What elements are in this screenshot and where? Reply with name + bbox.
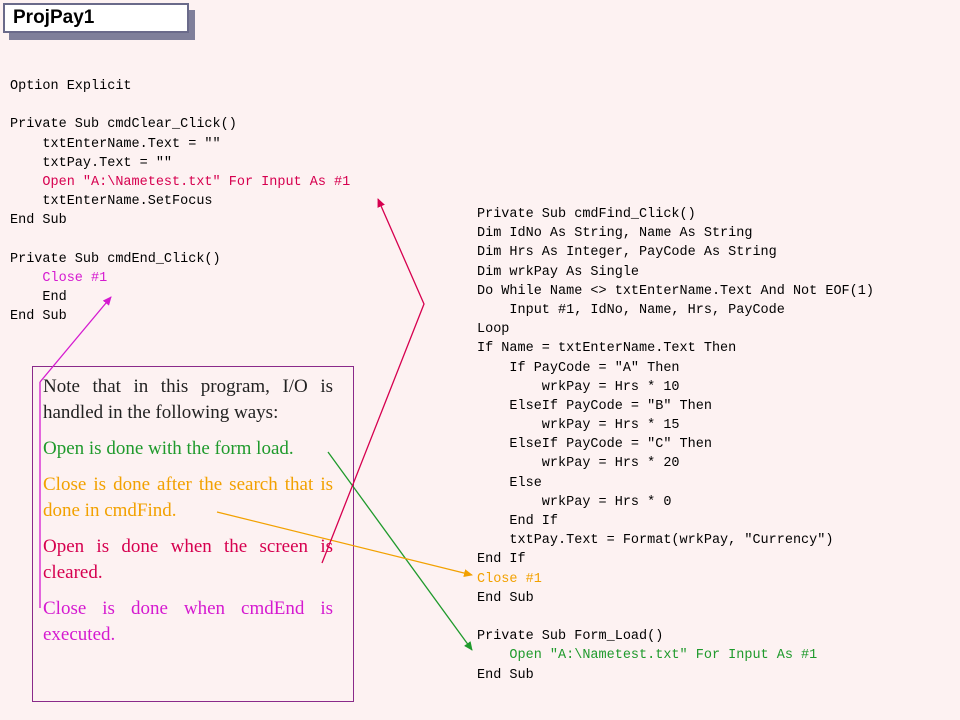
slide-title: ProjPay1 [3, 3, 189, 33]
code-line: Dim wrkPay As Single [477, 264, 640, 280]
code-line: txtPay.Text = "" [10, 155, 173, 171]
code-line: Close #1 [10, 270, 108, 286]
code-line: Loop [477, 322, 510, 338]
note-open-form-load: Open is done with the form load. [43, 438, 294, 459]
code-line: Open "A:\Nametest.txt" For Input As #1 [10, 174, 351, 190]
code-line: Option Explicit [10, 79, 132, 94]
note-intro: Note that in this program, I/O is handle… [43, 376, 333, 423]
code-line: If PayCode = "A" Then [477, 360, 680, 376]
code-line: Private Sub Form_Load() [477, 629, 664, 645]
code-line: Dim Hrs As Integer, PayCode As String [477, 245, 777, 261]
code-line: Private Sub cmdClear_Click() [10, 117, 237, 133]
code-line: Close #1 [477, 571, 542, 587]
code-line: ElseIf PayCode = "B" Then [477, 398, 712, 414]
code-line [10, 231, 350, 250]
right-code-block: Private Sub cmdFind_Click() Dim IdNo As S… [477, 205, 874, 685]
code-line: End Sub [477, 590, 534, 606]
code-line: wrkPay = Hrs * 20 [477, 456, 680, 472]
code-line: Do While Name <> txtEnterName.Text And N… [477, 283, 874, 299]
code-line: wrkPay = Hrs * 15 [477, 418, 680, 434]
code-line: If Name = txtEnterName.Text Then [477, 341, 737, 357]
code-line: Dim IdNo As String, Name As String [477, 226, 753, 242]
note-close-cmdend: Close is done when cmdEnd is executed. [43, 598, 333, 645]
code-line: txtPay.Text = Format(wrkPay, "Currency") [477, 533, 834, 549]
code-line: End Sub [477, 667, 534, 683]
code-line [10, 96, 350, 115]
code-line: txtEnterName.SetFocus [10, 194, 213, 210]
code-line [477, 608, 874, 627]
code-line: End If [477, 552, 526, 568]
code-line: ElseIf PayCode = "C" Then [477, 437, 712, 453]
code-line: Input #1, IdNo, Name, Hrs, PayCode [477, 302, 785, 318]
note-close-cmdfind: Close is done after the search that is d… [43, 474, 333, 521]
code-line: End Sub [10, 213, 67, 229]
code-line: Private Sub cmdFind_Click() [477, 207, 696, 222]
code-line: txtEnterName.Text = "" [10, 136, 221, 152]
code-line: Private Sub cmdEnd_Click() [10, 251, 221, 267]
code-line: Else [477, 475, 542, 491]
code-line: wrkPay = Hrs * 10 [477, 379, 680, 395]
code-line: Open "A:\Nametest.txt" For Input As #1 [477, 648, 818, 664]
code-line: wrkPay = Hrs * 0 [477, 494, 672, 510]
code-line: End Sub [10, 309, 67, 325]
code-line: End If [477, 514, 559, 529]
note-box: Note that in this program, I/O is handle… [32, 366, 354, 702]
note-open-cleared: Open is done when the screen is cleared. [43, 536, 333, 583]
code-line: End [10, 290, 67, 306]
